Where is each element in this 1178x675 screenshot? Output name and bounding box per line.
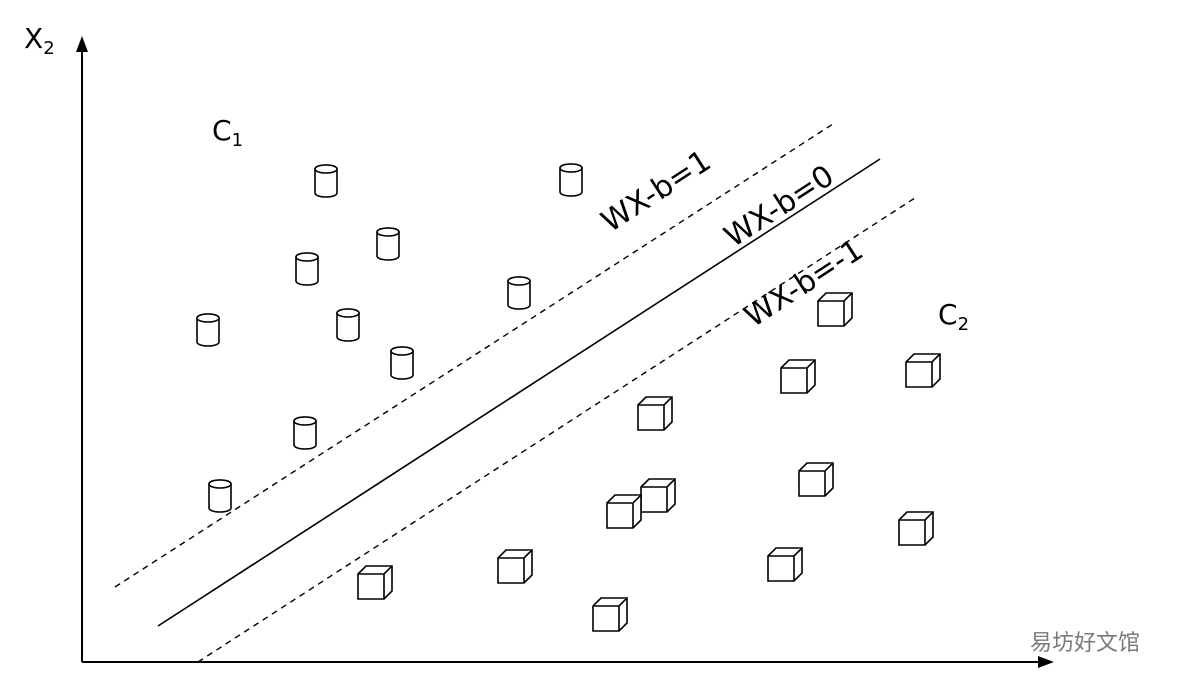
cylinder-point (208, 479, 232, 513)
y-axis-arrow (76, 36, 88, 52)
cube-point (905, 353, 941, 388)
cylinder-point (559, 163, 583, 197)
cylinder-point (376, 227, 400, 261)
cylinder-point (196, 313, 220, 347)
cube-point (357, 565, 393, 600)
cube-point (780, 359, 816, 394)
class-c2-points (357, 292, 941, 632)
watermark-text: 易坊好文馆 (1030, 631, 1140, 656)
cube-point (606, 494, 642, 529)
label-upper-margin: WX-b=1 (595, 143, 717, 239)
cube-point (817, 292, 853, 327)
cube-point (637, 396, 673, 431)
decision-boundary-line (157, 158, 881, 627)
cylinder-point (295, 252, 319, 286)
class-label-c2: C2 (938, 298, 969, 335)
class-label-c1: C1 (212, 114, 243, 151)
y-axis-label: X2 (24, 22, 55, 59)
cube-point (640, 478, 676, 513)
cube-point (898, 511, 934, 546)
cylinder-point (293, 416, 317, 450)
label-decision-boundary: WX-b=0 (718, 158, 840, 254)
x-axis-arrow (1038, 656, 1054, 668)
cylinder-point (314, 164, 338, 198)
class-c1-points (196, 163, 583, 513)
margin-line-upper (114, 121, 837, 588)
cylinder-point (390, 346, 414, 380)
cylinder-point (507, 276, 531, 310)
axes (76, 36, 1054, 668)
cube-point (798, 462, 834, 497)
cylinder-point (336, 308, 360, 342)
cube-point (497, 549, 533, 584)
cube-point (592, 597, 628, 632)
cube-point (767, 547, 803, 582)
